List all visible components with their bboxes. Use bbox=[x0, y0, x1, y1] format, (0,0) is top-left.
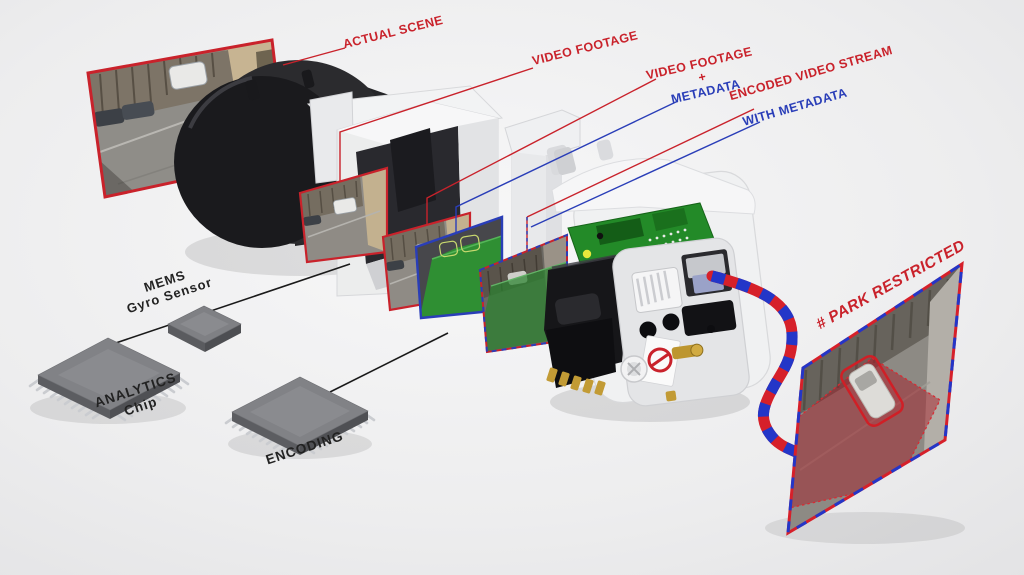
metadata-blue-leader bbox=[455, 100, 679, 233]
no-entry-icon bbox=[647, 347, 673, 373]
io-module bbox=[681, 300, 737, 336]
analytics-connection-line bbox=[94, 263, 351, 351]
audio-jack bbox=[639, 321, 657, 339]
camera-rear-unit bbox=[544, 139, 771, 407]
encoding-connection-line bbox=[329, 332, 449, 393]
lens-tab bbox=[245, 79, 260, 101]
actual-scene-leader bbox=[282, 47, 346, 66]
detected-car-box bbox=[840, 354, 904, 428]
leader-lines bbox=[282, 47, 761, 252]
lens-tab bbox=[301, 69, 315, 89]
analytics-chip bbox=[28, 337, 190, 422]
screw-connector bbox=[620, 355, 648, 383]
encoded-red-leader bbox=[526, 108, 755, 218]
ethernet-connector bbox=[681, 249, 733, 297]
striped-cable bbox=[706, 270, 806, 460]
sd-slot bbox=[631, 267, 683, 313]
lens-rear bbox=[390, 128, 436, 212]
gold-contacts bbox=[546, 367, 677, 402]
status-led bbox=[582, 249, 592, 259]
detection-outline bbox=[459, 234, 481, 253]
footage-meta-red-leader bbox=[426, 78, 657, 225]
white-car bbox=[168, 61, 208, 90]
encoded-blue-leader bbox=[530, 121, 761, 228]
coax-connector bbox=[671, 343, 704, 360]
svg-text:+: + bbox=[697, 69, 708, 84]
warning-sticker bbox=[639, 335, 681, 387]
encoding-chip bbox=[224, 376, 376, 455]
detection-outline bbox=[438, 240, 459, 258]
video-footage-screen-1 bbox=[298, 166, 389, 264]
mems-chip bbox=[167, 305, 242, 352]
audio-jack bbox=[662, 313, 680, 331]
video-footage-leader bbox=[339, 67, 534, 182]
